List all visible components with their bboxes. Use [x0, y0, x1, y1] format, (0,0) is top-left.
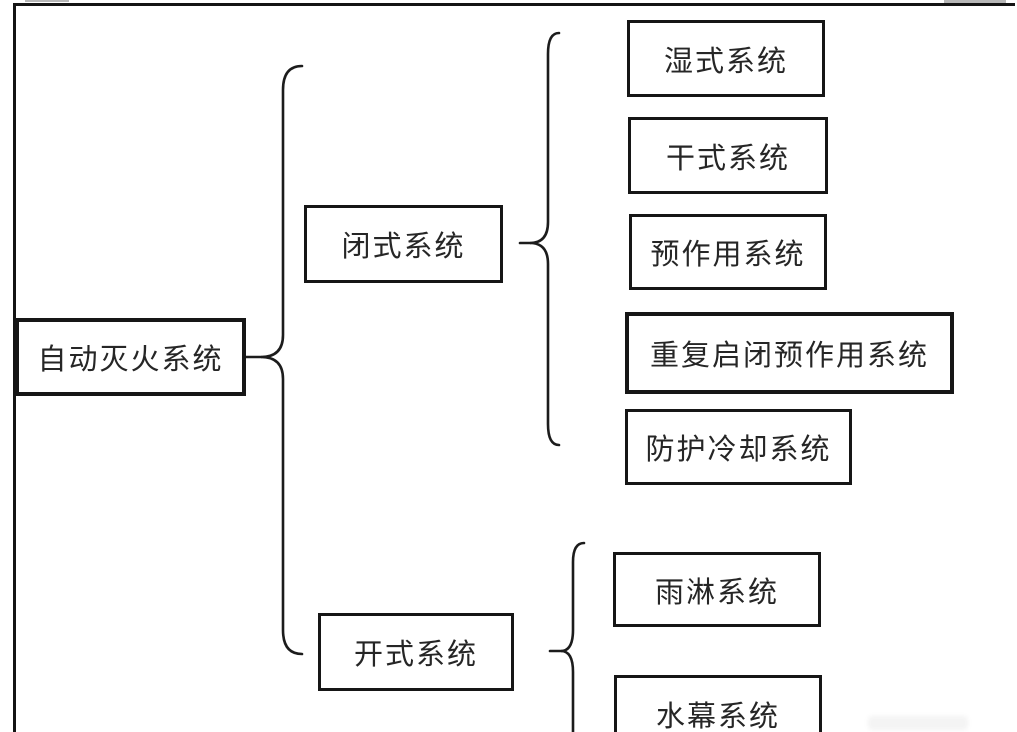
node-water-curtain-system: 水幕系统 — [614, 675, 822, 732]
node-protective-cooling-system: 防护冷却系统 — [625, 409, 852, 485]
node-closed-system: 闭式系统 — [304, 205, 503, 283]
closed-system-brace — [529, 31, 561, 447]
scan-artifact-top-right — [944, 0, 1006, 3]
node-cycling-preaction-system: 重复启闭预作用系统 — [625, 312, 954, 394]
root-brace — [260, 64, 304, 656]
scan-artifact-top-left — [25, 0, 69, 2]
node-root-system: 自动灭火系统 — [15, 318, 246, 396]
node-preaction-system: 预作用系统 — [629, 214, 827, 290]
open-system-brace — [560, 541, 586, 732]
watermark-smudge — [868, 716, 968, 730]
node-dry-system: 干式系统 — [628, 117, 828, 194]
node-deluge-system: 雨淋系统 — [613, 552, 821, 627]
node-wet-system: 湿式系统 — [627, 20, 825, 97]
node-open-system: 开式系统 — [318, 613, 514, 691]
